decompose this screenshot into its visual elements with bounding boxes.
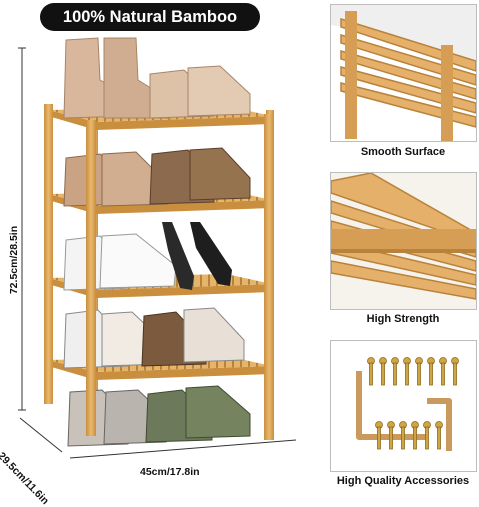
shoe-rack-image xyxy=(18,37,297,459)
front-left-post xyxy=(44,104,53,404)
product-badge: 100% Natural Bamboo xyxy=(40,3,260,31)
dimension-lines xyxy=(18,47,297,459)
feature-image-smooth-surface xyxy=(330,4,477,142)
height-dimension-label: 72.5cm/28.5in xyxy=(8,225,20,295)
shoes-row-2 xyxy=(63,147,251,207)
shoes-row-4 xyxy=(63,307,245,369)
feature-caption-smooth-surface: Smooth Surface xyxy=(360,146,446,158)
shoes-row-1 xyxy=(63,37,251,119)
front-right-post xyxy=(86,120,96,436)
shoes-row-5 xyxy=(67,385,251,447)
width-dimension-label: 45cm/17.8in xyxy=(140,466,200,478)
feature-caption-high-strength: High Strength xyxy=(366,313,440,325)
feature-caption-accessories: High Quality Accessories xyxy=(336,475,470,487)
feature-image-high-strength xyxy=(330,172,477,310)
shoes-row-3 xyxy=(63,222,232,291)
feature-image-accessories xyxy=(330,340,477,472)
screws-icon xyxy=(367,357,459,450)
